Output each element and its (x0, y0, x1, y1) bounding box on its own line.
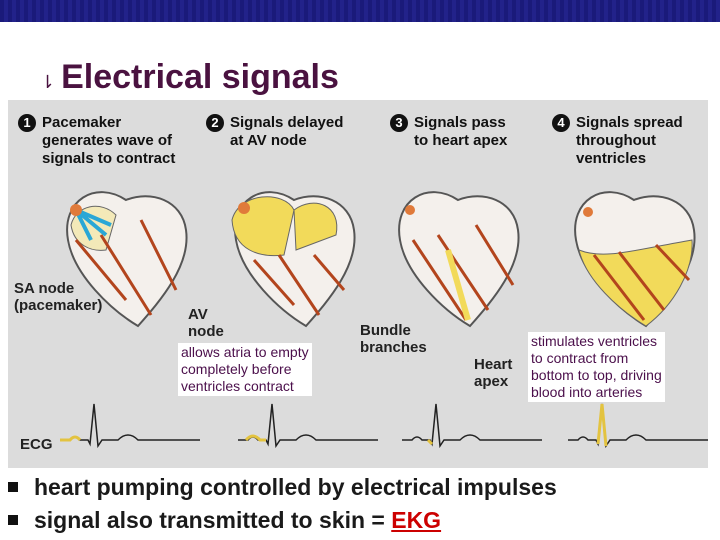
step-4: 4 Signals spread throughout ventricles (552, 114, 683, 168)
heart-illustration-2 (231, 191, 356, 328)
step-1-text: Pacemaker generates wave of signals to c… (42, 114, 176, 167)
step-4-number: 4 (552, 114, 570, 132)
av-delay-note: allows atria to empty completely before … (178, 343, 312, 396)
heart-illustration-4 (574, 191, 696, 328)
step-4-text: Signals spread throughout ventricles (576, 114, 683, 167)
bullet-item-2: signal also transmitted to skin = EKG (8, 507, 557, 540)
ecg-trace-2 (238, 403, 378, 449)
step-2-text: Signals delayed at AV node (230, 114, 344, 149)
ecg-label: ECG (20, 436, 53, 453)
slide-title: ⇂ Electrical signals (40, 58, 339, 97)
heart-illustration-3 (398, 191, 520, 328)
bullet-text-2: signal also transmitted to skin = (34, 507, 392, 533)
sa-node-label: SA node (pacemaker) (14, 280, 103, 314)
bullet-text-1: heart pumping controlled by electrical i… (34, 474, 557, 500)
ecg-trace-4 (568, 403, 708, 449)
step-1-number: 1 (18, 114, 36, 132)
step-3: 3 Signals pass to heart apex (390, 114, 507, 150)
step-1: 1 Pacemaker generates wave of signals to… (18, 114, 175, 168)
bullet-mark-icon: ⇂ (40, 72, 56, 92)
slide-title-text: Electrical signals (61, 58, 339, 96)
step-2-number: 2 (206, 114, 224, 132)
ventricle-spread-note: stimulates ventricles to contract from b… (528, 332, 665, 402)
bullet-square-icon (8, 515, 18, 525)
step-3-number: 3 (390, 114, 408, 132)
heart-illustration-1 (66, 191, 188, 328)
ekg-link[interactable]: EKG (391, 507, 442, 533)
ecg-trace-1 (60, 403, 200, 449)
bundle-branches-label: Bundle branches (360, 322, 427, 356)
top-banner (0, 0, 720, 22)
heart-apex-label: Heart apex (474, 356, 513, 390)
step-3-text: Signals pass to heart apex (414, 114, 508, 149)
bullet-list: heart pumping controlled by electrical i… (8, 474, 557, 540)
bullet-square-icon (8, 482, 18, 492)
step-2: 2 Signals delayed at AV node (206, 114, 343, 150)
bullet-item-1: heart pumping controlled by electrical i… (8, 474, 557, 507)
ecg-trace-3 (402, 403, 542, 449)
av-node-label: AV node (188, 306, 224, 340)
heart-conduction-figure: 1 Pacemaker generates wave of signals to… (8, 100, 708, 468)
